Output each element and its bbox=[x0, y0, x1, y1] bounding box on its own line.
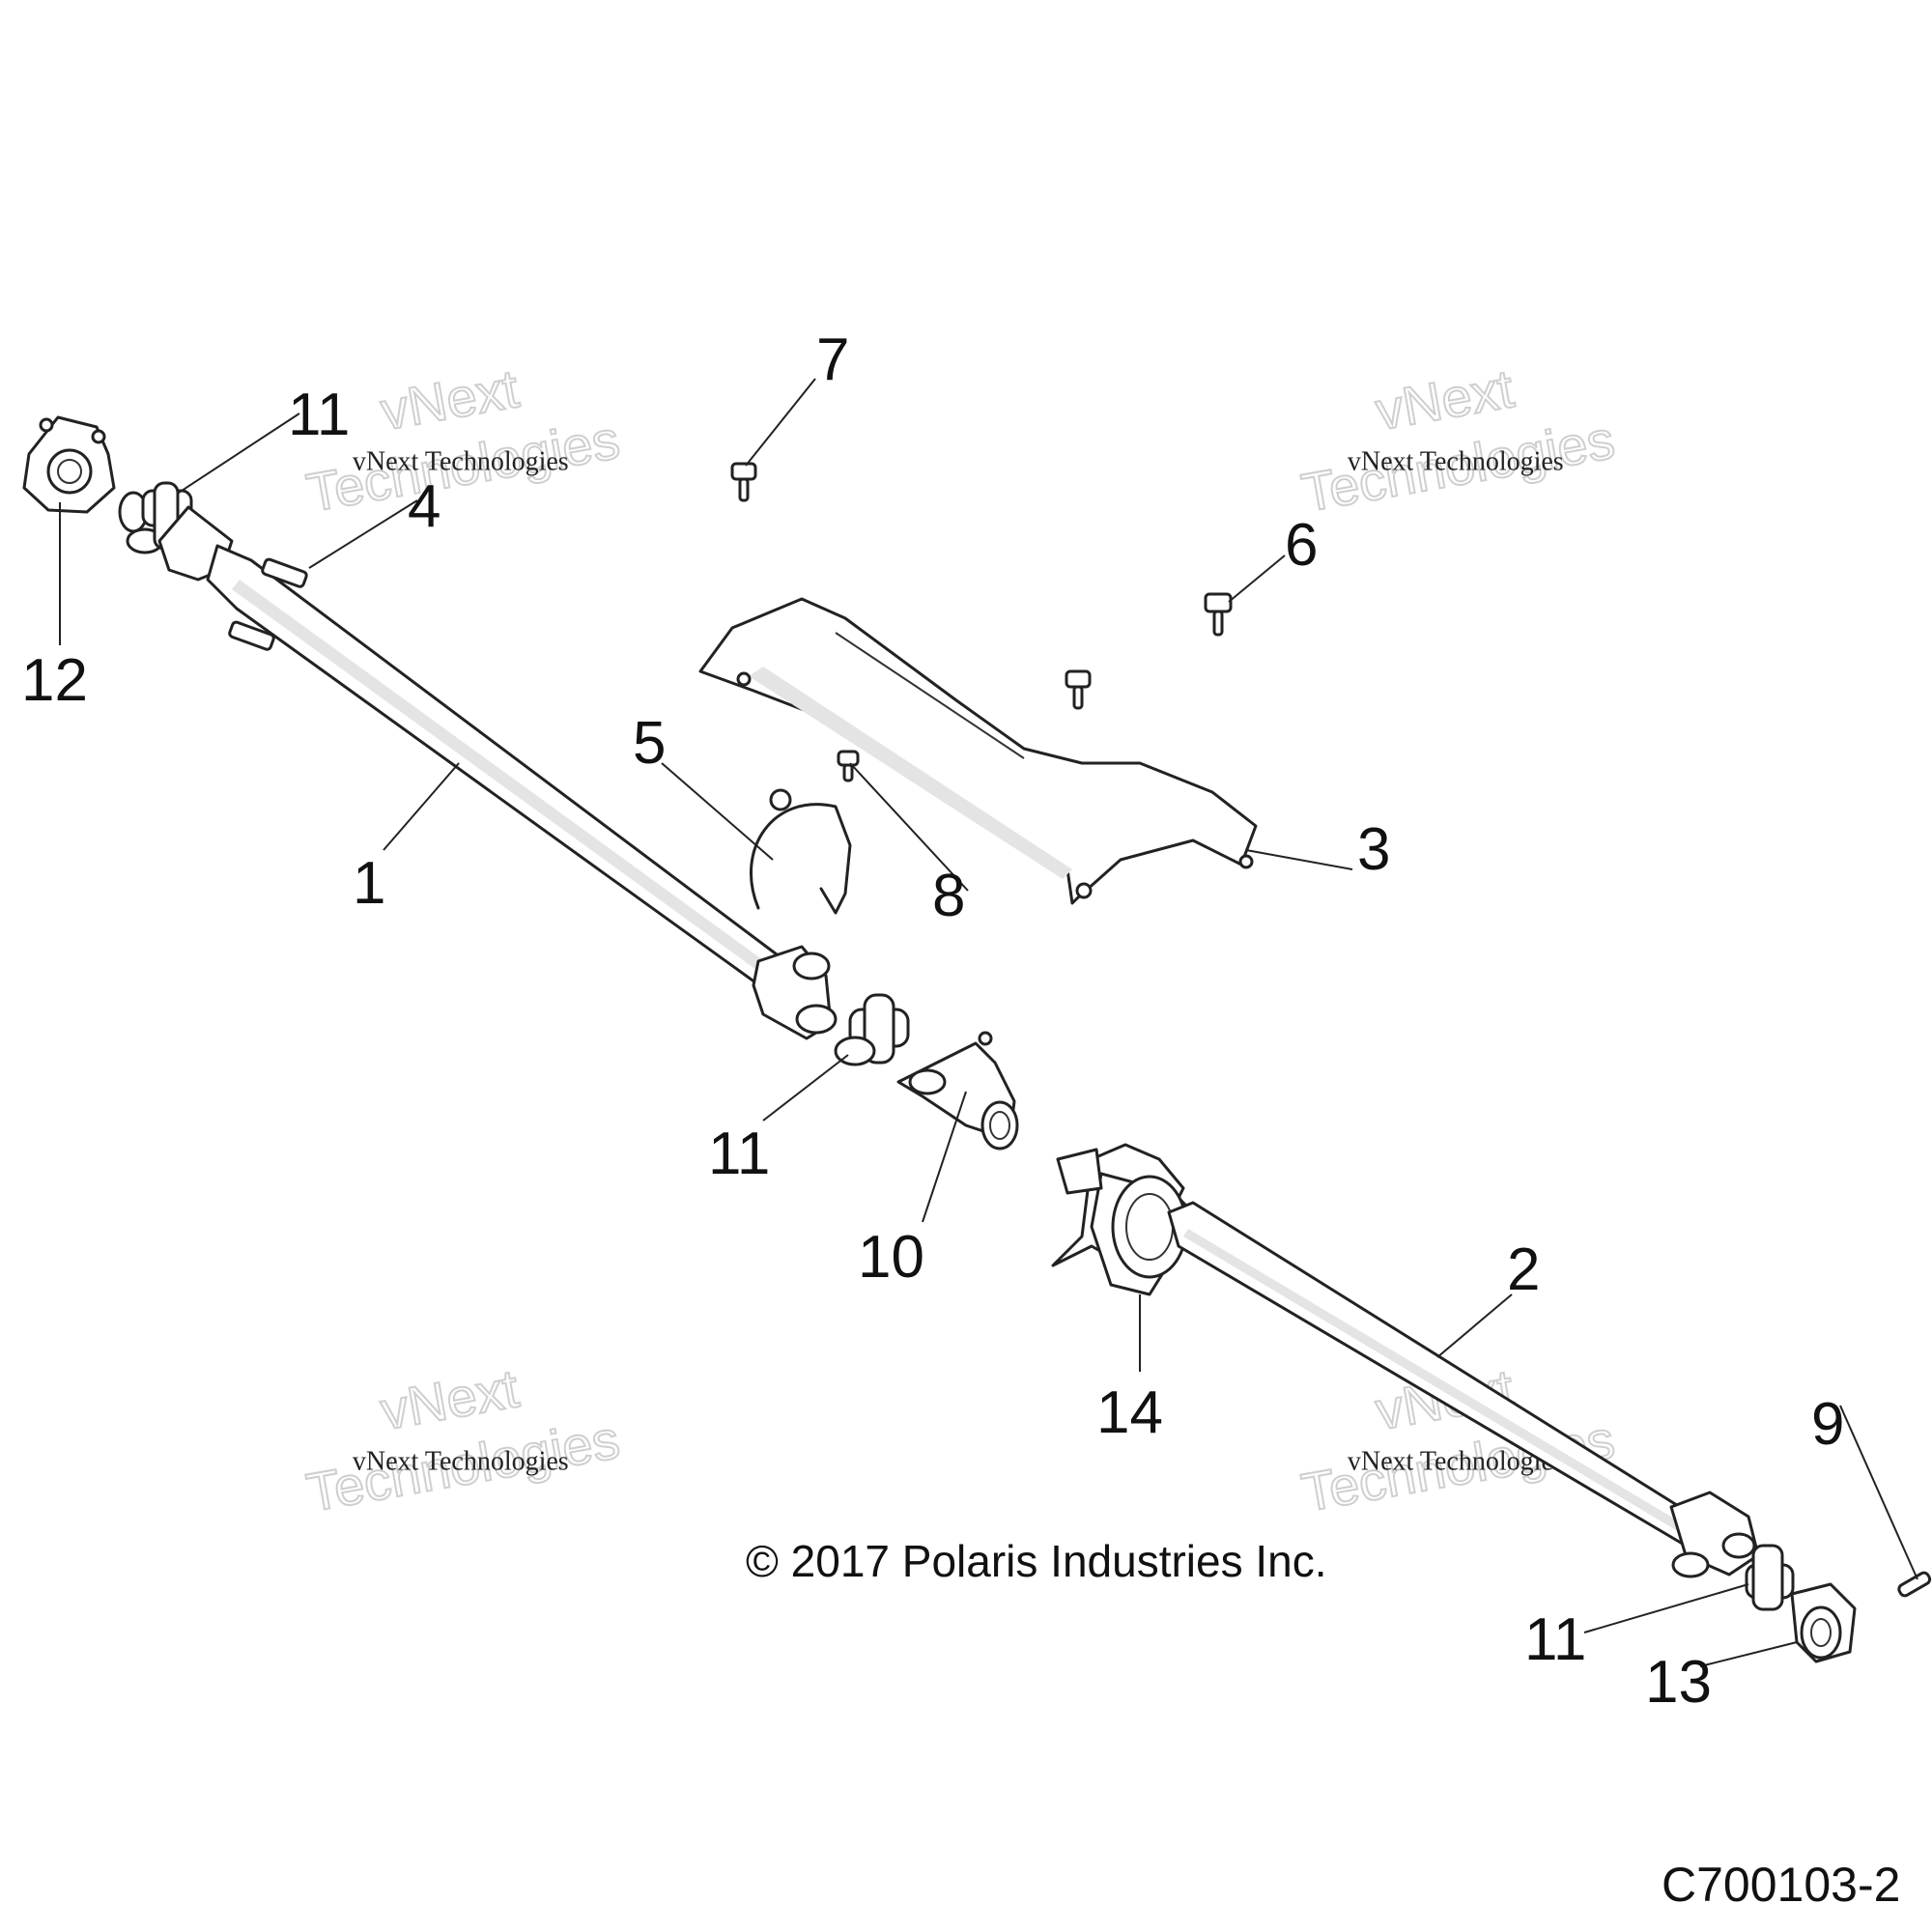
callout-11-mid: 11 bbox=[708, 1121, 770, 1187]
callout-11-top: 11 bbox=[288, 382, 350, 448]
carrier-bearing-part-14 bbox=[1051, 1143, 1200, 1296]
u-joint-cross-part-11-bottom bbox=[1745, 1544, 1795, 1611]
callout-5: 5 bbox=[633, 710, 666, 777]
slip-yoke-part-10 bbox=[896, 1031, 1019, 1151]
roll-pin-part-9 bbox=[1897, 1571, 1932, 1598]
screw-part-7 bbox=[730, 462, 757, 502]
callout-8: 8 bbox=[932, 863, 965, 929]
svg-text:vNext Technologies: vNext Technologies bbox=[1348, 447, 1564, 477]
svg-text:vNext Technologies: vNext Technologies bbox=[353, 447, 569, 477]
callout-13: 13 bbox=[1645, 1649, 1712, 1716]
callout-6: 6 bbox=[1285, 512, 1318, 579]
callout-2: 2 bbox=[1507, 1236, 1540, 1303]
callout-7: 7 bbox=[816, 327, 849, 393]
heat-shield-part-3 bbox=[698, 597, 1258, 905]
callout-14: 14 bbox=[1096, 1379, 1163, 1446]
copyright-notice: © 2017 Polaris Industries Inc. bbox=[746, 1536, 1327, 1586]
output-yoke-part-13 bbox=[1790, 1582, 1857, 1663]
screw-heatshield bbox=[1065, 669, 1092, 710]
leader-lines bbox=[59, 378, 1918, 1667]
watermark-top-right: vNext Technologies vNext Technologies bbox=[1296, 356, 1620, 525]
clamp-part-5 bbox=[749, 788, 852, 915]
u-joint-cross-part-11-mid bbox=[834, 993, 910, 1066]
callout-11-bottom: 11 bbox=[1524, 1606, 1586, 1673]
callout-12: 12 bbox=[21, 647, 88, 714]
callout-9: 9 bbox=[1811, 1391, 1844, 1458]
watermark-bottom-left: vNext Technologies vNext Technologies bbox=[301, 1356, 625, 1524]
callout-1: 1 bbox=[353, 850, 385, 917]
u-joint-cross-part-11-top bbox=[118, 481, 193, 554]
callout-4: 4 bbox=[408, 473, 440, 540]
flange-yoke-part-12 bbox=[22, 415, 116, 514]
svg-text:vNext Technologies: vNext Technologies bbox=[353, 1447, 569, 1477]
screw-part-6 bbox=[1204, 592, 1233, 637]
document-id: C700103-2 bbox=[1662, 1858, 1900, 1912]
rear-prop-shaft-part-2 bbox=[1167, 1201, 1760, 1578]
screw-part-8 bbox=[837, 750, 860, 782]
callout-3: 3 bbox=[1357, 816, 1390, 883]
callout-10: 10 bbox=[858, 1224, 924, 1291]
front-prop-shaft-part-1 bbox=[157, 505, 838, 1040]
